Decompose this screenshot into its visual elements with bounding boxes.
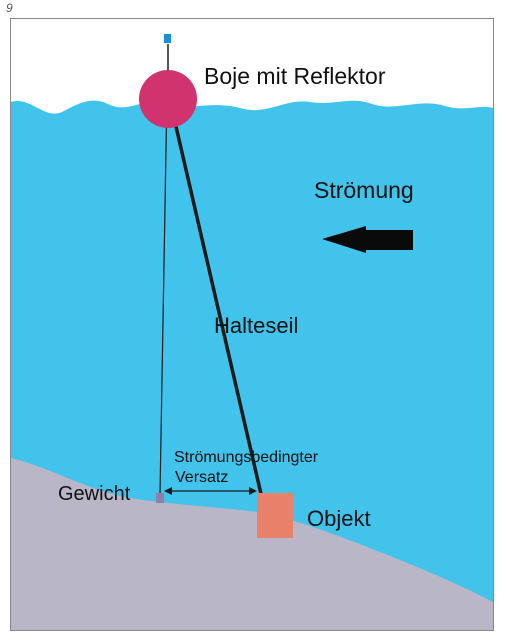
- offset-arrow-left-head: [164, 487, 172, 495]
- object-block: [257, 493, 293, 538]
- current-arrow-icon: [322, 226, 413, 253]
- seabed: [11, 458, 493, 630]
- weight-label: Gewicht: [58, 483, 131, 505]
- figure-number: 9: [6, 1, 13, 15]
- weight-line: [159, 91, 168, 495]
- buoy: [139, 70, 197, 128]
- buoy-label: Boje mit Reflektor: [204, 63, 386, 89]
- holding-rope: [166, 91, 263, 495]
- offset-label-line2: Versatz: [175, 469, 228, 486]
- object-label: Objekt: [307, 506, 371, 531]
- current-label: Strömung: [314, 177, 414, 203]
- offset-arrow-right-head: [249, 487, 257, 495]
- rope-label: Halteseil: [214, 313, 298, 338]
- flag-icon: [164, 34, 171, 43]
- offset-label-line1: Strömungsbedingter: [174, 449, 319, 466]
- weight-block: [156, 493, 164, 503]
